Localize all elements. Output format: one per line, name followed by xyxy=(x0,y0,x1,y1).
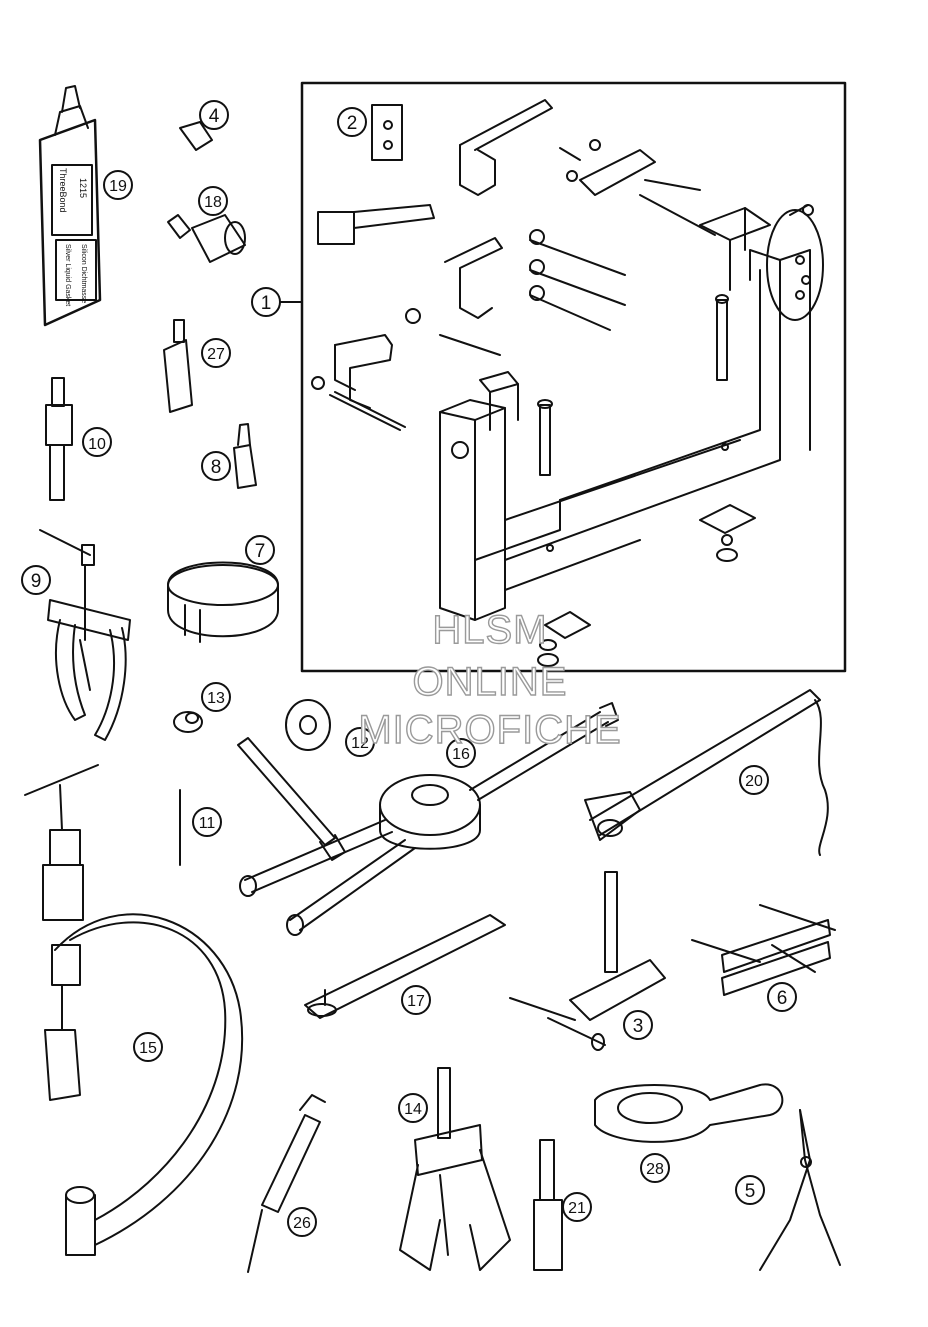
tube-code: 1215 xyxy=(78,178,88,198)
callout-27: 27 xyxy=(201,338,231,368)
svg-text:13: 13 xyxy=(207,690,225,707)
engine-stand xyxy=(439,204,824,667)
callout-20: 20 xyxy=(739,765,769,795)
svg-text:14: 14 xyxy=(404,1101,422,1118)
sealant-tube-19 xyxy=(38,85,102,327)
callout-8: 8 xyxy=(201,451,231,481)
callout-19: 19 xyxy=(103,170,133,200)
callout-17: 17 xyxy=(401,985,431,1015)
callout-5: 5 xyxy=(735,1175,765,1205)
svg-text:16: 16 xyxy=(452,746,470,763)
kit-1-brackets xyxy=(311,99,716,431)
svg-text:18: 18 xyxy=(204,194,222,211)
svg-text:20: 20 xyxy=(745,773,763,790)
svg-text:12: 12 xyxy=(351,735,369,752)
callout-4: 4 xyxy=(199,100,229,130)
bottle-27 xyxy=(163,319,193,413)
callout-10: 10 xyxy=(82,427,112,457)
svg-text:9: 9 xyxy=(31,571,42,592)
puller-14 xyxy=(399,1067,511,1271)
svg-text:26: 26 xyxy=(293,1215,311,1232)
svg-text:3: 3 xyxy=(633,1016,644,1037)
callout-26: 26 xyxy=(287,1207,317,1237)
separator-16 xyxy=(239,702,619,936)
tube-brand: ThreeBond xyxy=(58,168,68,213)
svg-text:28: 28 xyxy=(646,1161,664,1178)
puller-9 xyxy=(39,529,131,741)
svg-text:2: 2 xyxy=(347,113,358,134)
svg-text:11: 11 xyxy=(199,815,216,832)
socket-21 xyxy=(533,1139,563,1271)
svg-text:4: 4 xyxy=(209,106,220,127)
adapter-18 xyxy=(167,214,246,263)
callout-13: 13 xyxy=(201,682,231,712)
svg-text:15: 15 xyxy=(139,1040,157,1057)
svg-text:10: 10 xyxy=(88,436,106,453)
svg-text:21: 21 xyxy=(568,1200,586,1217)
callout-15: 15 xyxy=(133,1032,163,1062)
callout-12: 12 xyxy=(345,727,375,757)
tube-caption-2: Silicon Dichtmasse xyxy=(80,244,87,303)
callout-14: 14 xyxy=(398,1093,428,1123)
ring-clamp-7 xyxy=(167,561,279,643)
puller-6 xyxy=(691,904,836,996)
bearing-12 xyxy=(237,699,346,861)
syringe-26 xyxy=(247,1094,326,1273)
callout-28: 28 xyxy=(640,1153,670,1183)
svg-text:27: 27 xyxy=(207,346,225,363)
holder-28 xyxy=(594,1083,784,1143)
chain-tool-3 xyxy=(509,871,666,1051)
callout-11: 11 xyxy=(192,807,222,837)
tube-caption-1: Silver Liquid Gasket xyxy=(64,244,71,306)
pliers-5 xyxy=(759,1109,841,1271)
callout-9: 9 xyxy=(21,565,51,595)
callout-16: 16 xyxy=(446,738,476,768)
svg-text:19: 19 xyxy=(109,178,127,195)
svg-text:8: 8 xyxy=(211,457,222,478)
svg-text:6: 6 xyxy=(777,988,788,1009)
callout-21: 21 xyxy=(562,1192,592,1222)
puller-10 xyxy=(45,377,73,501)
callout-1: 1 xyxy=(251,287,281,317)
callout-2: 2 xyxy=(337,107,367,137)
callout-18: 18 xyxy=(198,186,228,216)
svg-text:7: 7 xyxy=(255,541,266,562)
tube-8 xyxy=(233,423,257,489)
pin-wrench-17 xyxy=(304,914,506,1019)
compressor-15 xyxy=(24,764,244,1256)
callout-6: 6 xyxy=(767,982,797,1012)
nozzle-4 xyxy=(179,121,213,151)
cap-13 xyxy=(173,711,203,733)
svg-text:17: 17 xyxy=(407,993,425,1010)
svg-text:5: 5 xyxy=(745,1181,756,1202)
callout-7: 7 xyxy=(245,535,275,565)
callout-3: 3 xyxy=(623,1010,653,1040)
kit-1-frame xyxy=(300,81,847,673)
chain-wrench-20 xyxy=(584,689,829,856)
svg-text:1: 1 xyxy=(261,293,272,314)
